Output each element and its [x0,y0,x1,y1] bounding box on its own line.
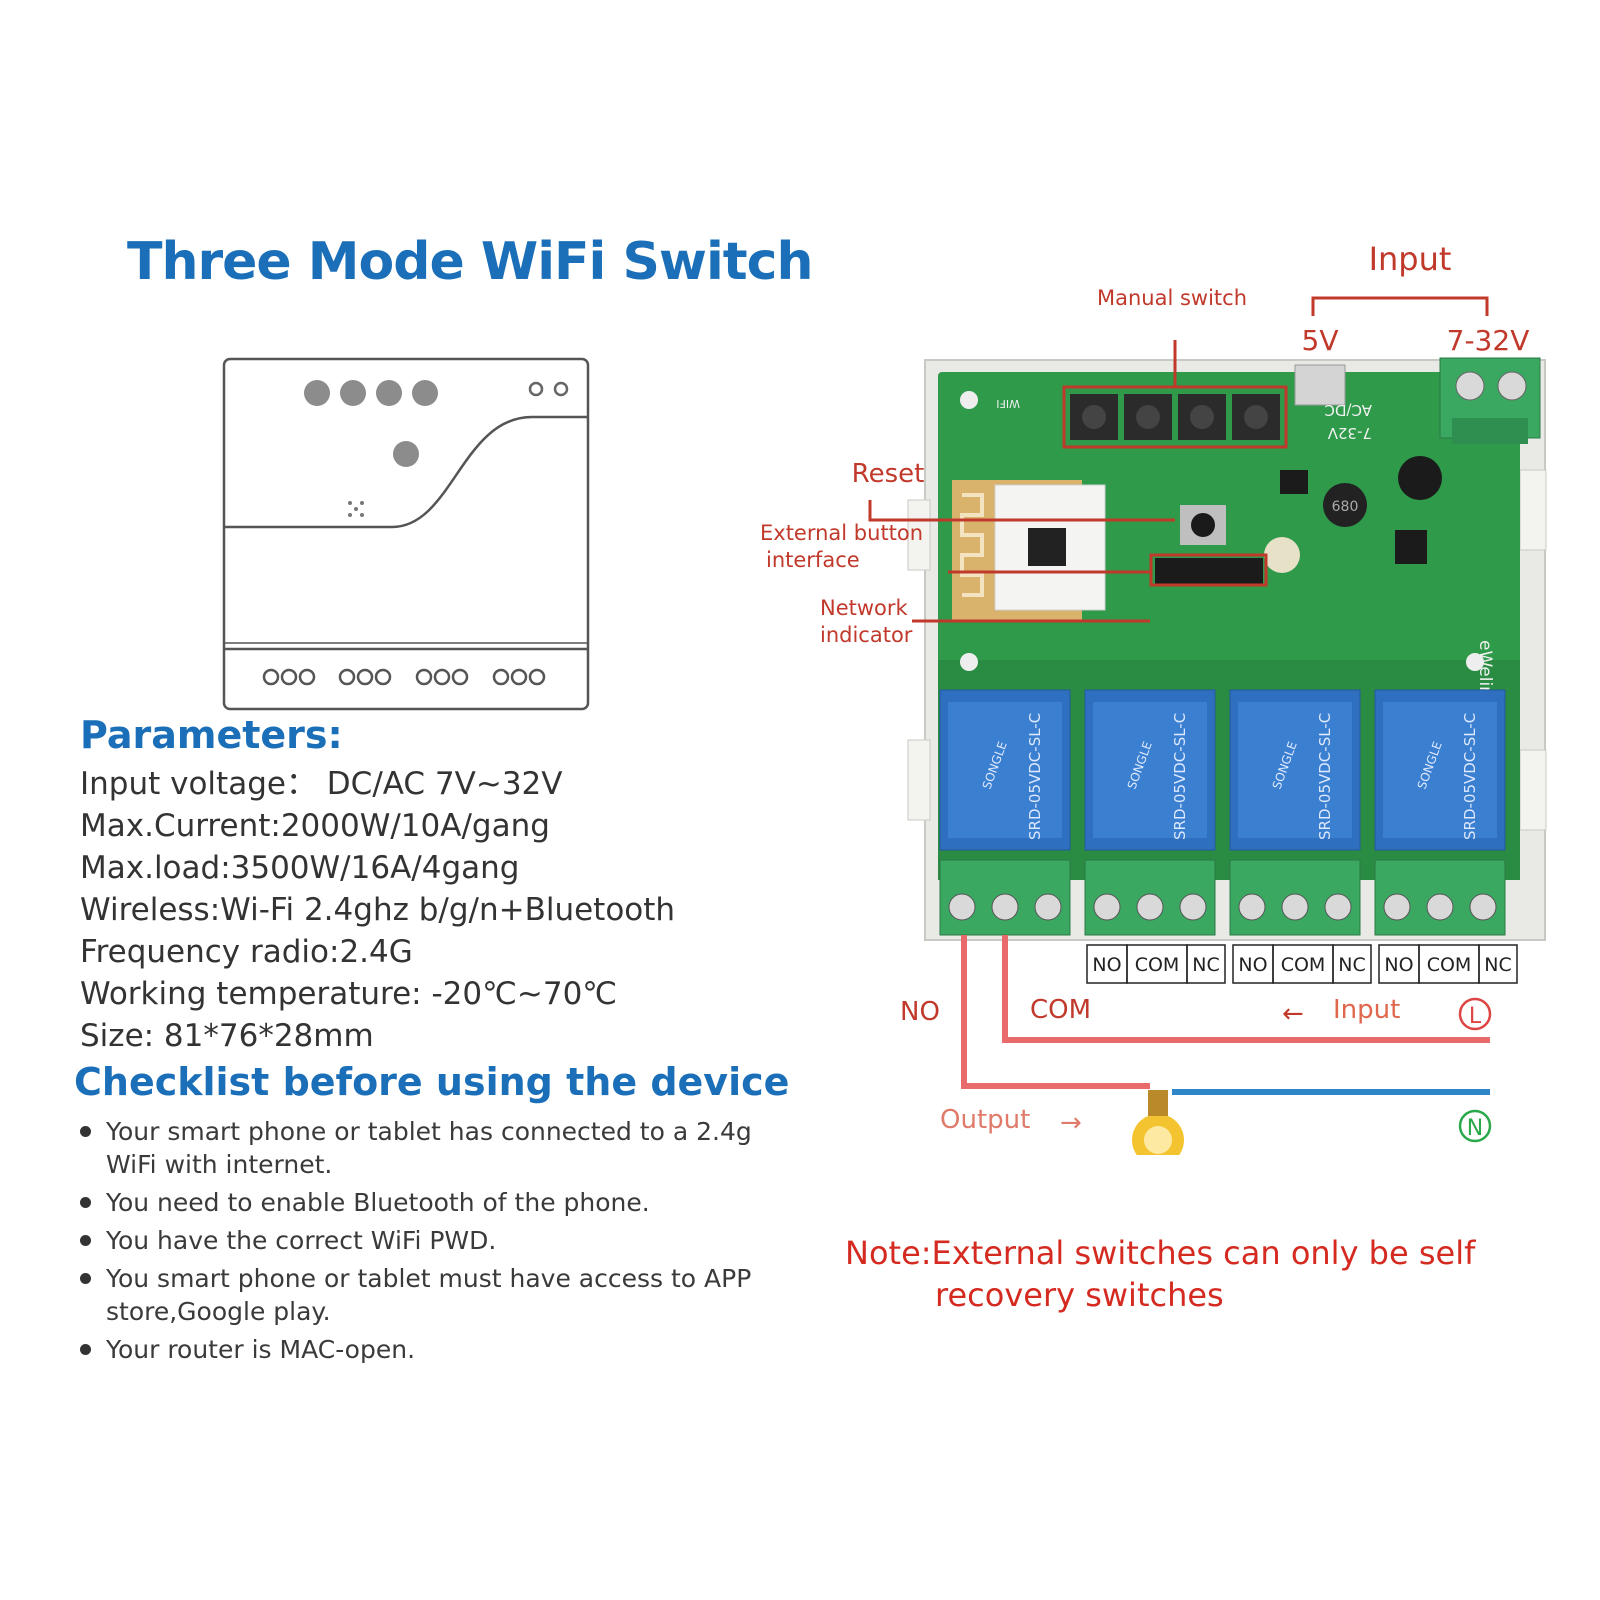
checklist: Your smart phone or tablet has connected… [80,1115,800,1371]
bullet-icon [80,1197,91,1208]
relay-4: SRD-05VDC-SL-C SONGLE [1374,689,1506,851]
wire-com-label: COM [1030,995,1091,1025]
svg-text:SRD-05VDC-SL-C: SRD-05VDC-SL-C [1461,713,1479,840]
external-button-header [1155,558,1263,584]
param-max-current: Max.Current:2000W/10A/gang [80,808,550,844]
usb-port [1294,364,1346,406]
svg-text:680: 680 [1332,499,1359,515]
list-item: Your smart phone or tablet has connected… [80,1115,800,1181]
note-line2: recovery switches [935,1276,1224,1314]
svg-text:COM: COM [1281,954,1326,976]
list-item: You have the correct WiFi PWD. [80,1224,800,1257]
wiring-diagram: 680 eWelink AC/DC 7-32V WIFI SRD-05VDC-S… [760,240,1547,1155]
parameters-heading: Parameters: [80,713,343,757]
7-32v-label: 7-32V [1447,324,1530,357]
wire-no-label: NO [900,997,940,1027]
wire-input-label: Input [1333,995,1400,1025]
light-bulb-icon [1132,1090,1184,1155]
board-acdc: AC/DC [1324,401,1372,419]
param-frequency: Frequency radio:2.4G [80,934,413,970]
param-input-voltage: Input voltage： DC/AC 7V~32V [80,766,563,802]
external-button-highlight [1149,553,1268,587]
5v-label: 5V [1302,324,1339,357]
svg-text:NC: NC [1338,954,1365,976]
network-indicator-label-line1: Network [820,596,909,620]
input-label: Input [1369,240,1452,278]
output-label: Output [940,1105,1030,1135]
bullet-icon [80,1235,91,1246]
live-wire [1002,935,1490,1043]
relay-2: SRD-05VDC-SL-C SONGLE [1084,689,1216,851]
bullet-icon [80,1344,91,1355]
list-item: Your router is MAC-open. [80,1333,800,1366]
external-button-label-line1: External button [760,521,923,545]
manual-switch-buttons [1070,394,1280,440]
svg-text:NO: NO [1384,954,1413,976]
indicator-dots [304,380,438,467]
list-item: You smart phone or tablet must have acce… [80,1262,800,1328]
checklist-heading: Checklist before using the device [74,1060,790,1104]
board-voltage: 7-32V [1327,424,1372,442]
param-size: Size: 81*76*28mm [80,1018,374,1054]
note-line1: Note:External switches can only be self [845,1234,1476,1272]
svg-text:SRD-05VDC-SL-C: SRD-05VDC-SL-C [1316,713,1334,840]
svg-text:NC: NC [1484,954,1511,976]
parameters-list: Input voltage： DC/AC 7V~32V Max.Current:… [80,763,675,1057]
svg-text:SRD-05VDC-SL-C: SRD-05VDC-SL-C [1171,713,1189,840]
svg-text:COM: COM [1135,954,1180,976]
relay-1: SRD-05VDC-SL-C SONGLE [939,689,1071,851]
terminal-screws [262,668,546,686]
bullet-icon [80,1273,91,1284]
page-title: Three Mode WiFi Switch [127,232,813,292]
reset-label: Reset [852,459,925,489]
param-wireless: Wireless:Wi-Fi 2.4ghz b/g/n+Bluetooth [80,892,676,928]
svg-text:COM: COM [1427,954,1472,976]
terminal-labels: NO COM NC NO COM NC NO COM NC [1086,944,1518,984]
relay-terminal-blocks [939,859,1506,936]
list-item: You need to enable Bluetooth of the phon… [80,1186,800,1219]
live-symbol-icon [1458,997,1492,1031]
board-wifi: WIFI [996,397,1020,410]
device-outline-illustration [222,357,590,711]
relay-3: SRD-05VDC-SL-C SONGLE [1229,689,1361,851]
output-wire [961,935,1150,1089]
input-bracket [1311,296,1489,316]
param-temperature: Working temperature: -20℃~70℃ [80,976,618,1012]
svg-text:NO: NO [1238,954,1267,976]
external-button-label-line2: interface [766,548,860,572]
arrow-left-icon: ← [1282,999,1304,1029]
network-indicator-label-line2: indicator [820,623,913,647]
neutral-symbol-icon [1458,1109,1492,1143]
svg-text:N: N [1467,1116,1483,1141]
arrow-right-icon: → [1060,1108,1082,1138]
svg-text:SRD-05VDC-SL-C: SRD-05VDC-SL-C [1026,713,1044,840]
svg-text:NC: NC [1192,954,1219,976]
manual-switch-label: Manual switch [1097,286,1247,310]
svg-text:NO: NO [1092,954,1121,976]
svg-text:L: L [1469,1004,1482,1029]
note: Note:External switches can only be self … [845,1232,1585,1316]
param-max-load: Max.load:3500W/16A/4gang [80,850,520,886]
bullet-icon [80,1126,91,1137]
